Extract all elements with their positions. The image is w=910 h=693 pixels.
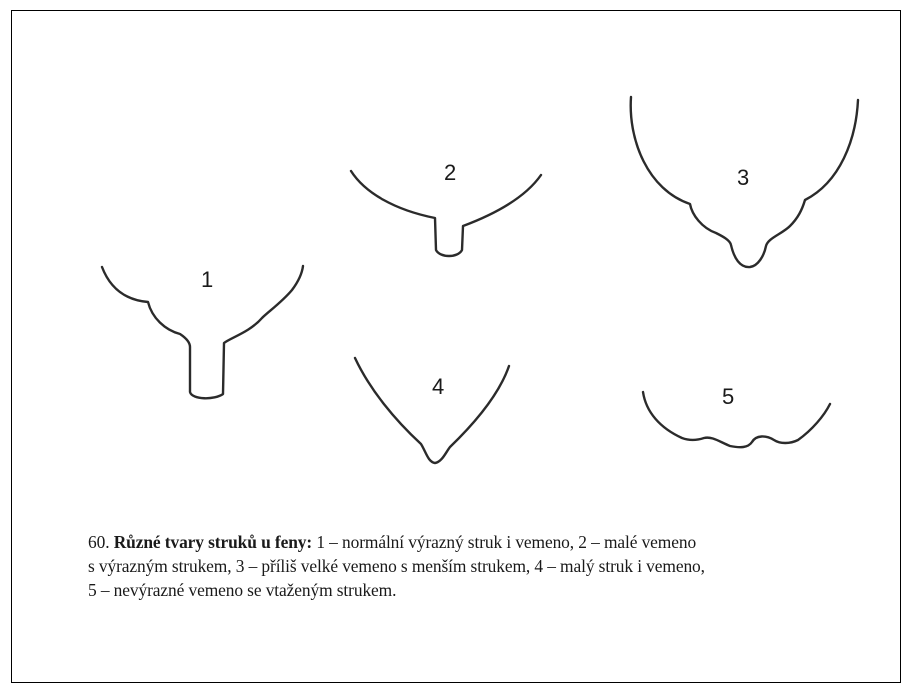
caption-line-3: 5 – nevýrazné vemeno se vtaženým strukem… (88, 578, 888, 602)
shape-label-4: 4 (432, 374, 444, 399)
udder-shape-5 (643, 392, 830, 447)
shape-label-1: 1 (201, 267, 213, 292)
caption-line-1: 60. Různé tvary struků u feny: 1 – normá… (88, 530, 888, 554)
caption-line-2: s výrazným strukem, 3 – příliš velké vem… (88, 554, 888, 578)
shape-label-3: 3 (737, 165, 749, 190)
figure-caption: 60. Různé tvary struků u feny: 1 – normá… (88, 530, 888, 602)
caption-line-1-text: 1 – normální výrazný struk i vemeno, 2 –… (316, 532, 696, 552)
shape-label-2: 2 (444, 160, 456, 185)
caption-title: Různé tvary struků u feny: (114, 532, 312, 552)
shape-label-5: 5 (722, 384, 734, 409)
caption-number: 60. (88, 532, 109, 552)
